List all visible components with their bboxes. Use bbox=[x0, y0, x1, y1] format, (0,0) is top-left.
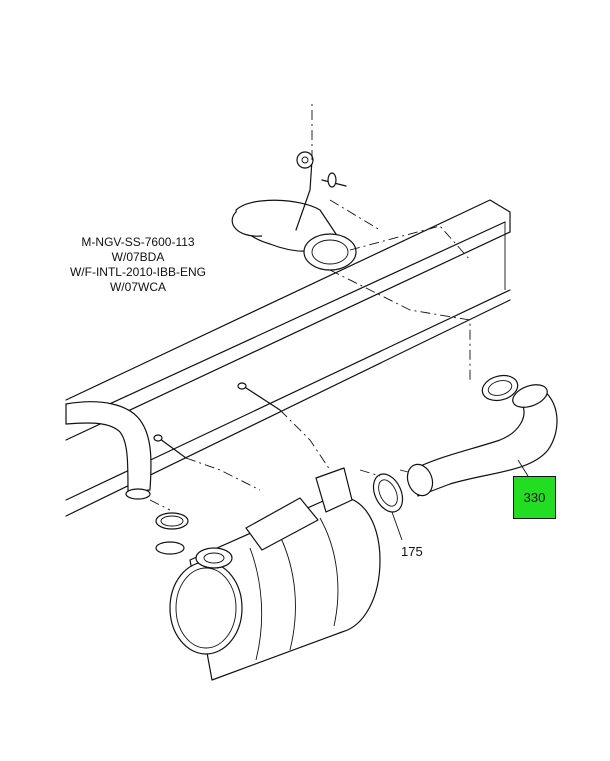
exhaust-pipe-330 bbox=[406, 374, 558, 497]
clamp-175 bbox=[372, 473, 404, 541]
title-line-4: W/07WCA bbox=[110, 280, 166, 294]
callout-330-box[interactable]: 330 bbox=[513, 476, 556, 519]
assembly-alignment-lines bbox=[149, 100, 471, 511]
title-line-1: M-NGV-SS-7600-113 bbox=[81, 235, 194, 249]
title-line-3: W/F-INTL-2010-IBB-ENG bbox=[70, 265, 206, 279]
callout-330-label: 330 bbox=[523, 490, 546, 505]
mounting-bolts bbox=[153, 382, 281, 459]
lower-left-clamps bbox=[155, 512, 189, 555]
muffler-canister bbox=[169, 467, 381, 681]
title-line-2: W/07BDA bbox=[112, 250, 165, 264]
diagram-title-block: M-NGV-SS-7600-113 W/07BDA W/F-INTL-2010-… bbox=[70, 235, 206, 294]
upper-pipe-assembly bbox=[231, 151, 357, 271]
callout-175-label: 175 bbox=[401, 544, 423, 559]
left-elbow-pipe bbox=[65, 401, 152, 500]
